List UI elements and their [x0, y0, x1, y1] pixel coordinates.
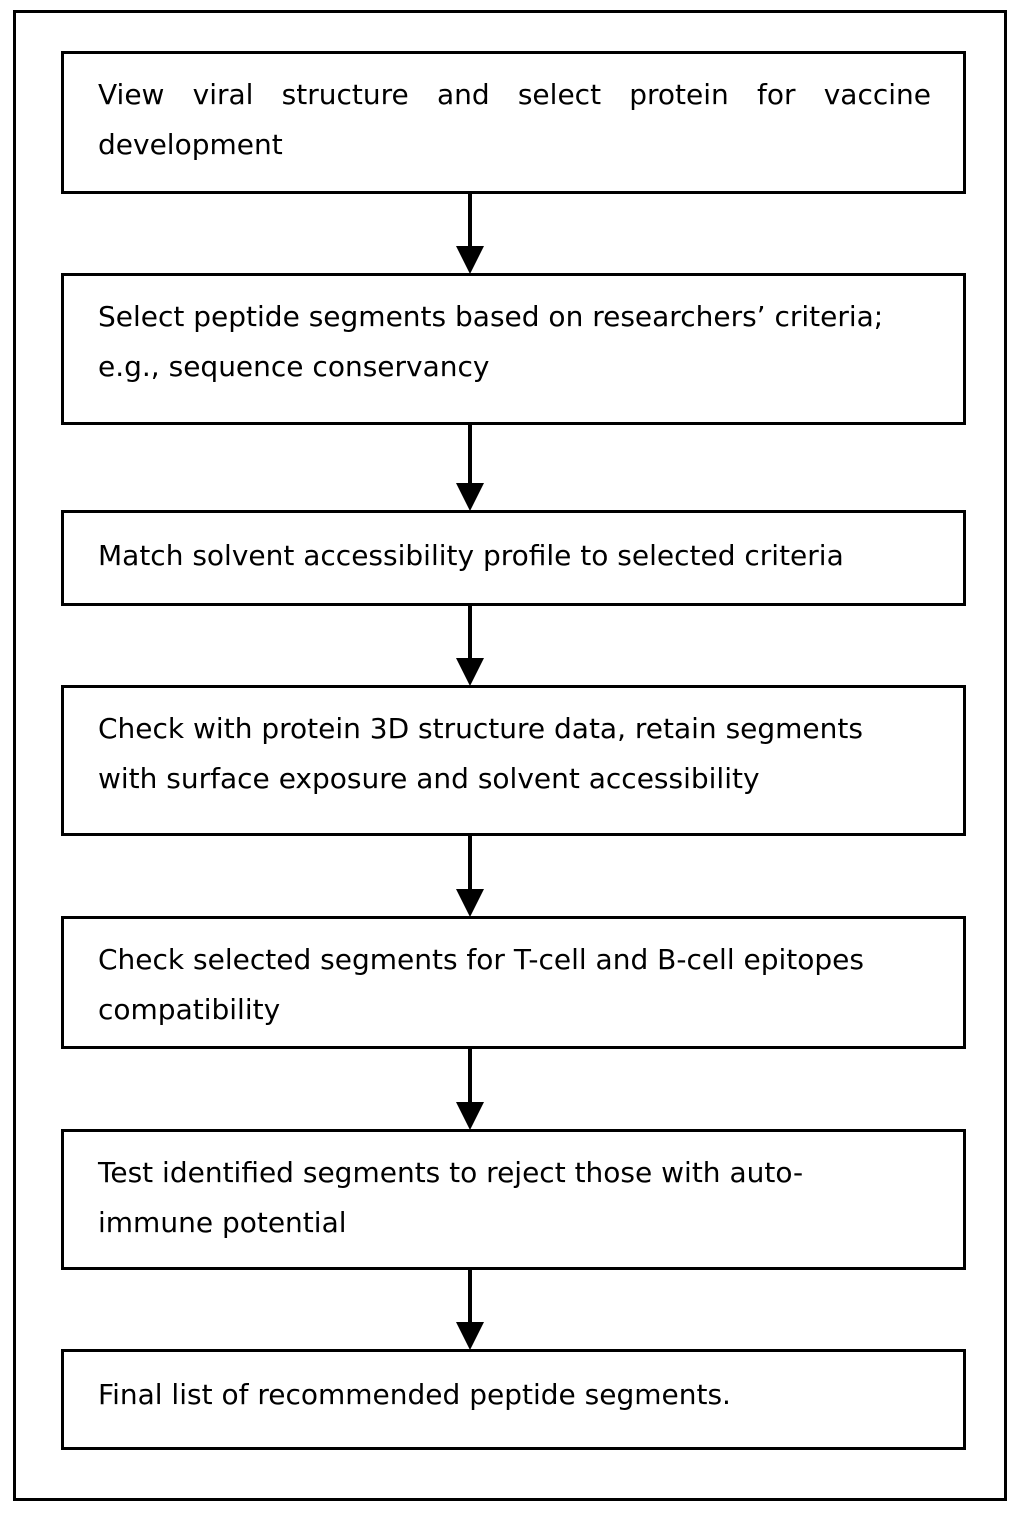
flowchart-frame	[13, 10, 1007, 1501]
step-2-box: Select peptide segments based on researc…	[61, 273, 966, 425]
step-1-box: View viral structure and select protein …	[61, 51, 966, 194]
arrow-5-to-6	[456, 1046, 484, 1130]
step-7-box: Final list of recommended peptide segmen…	[61, 1349, 966, 1450]
arrow-4-to-5	[456, 833, 484, 917]
step-3-box: Match solvent accessibility profile to s…	[61, 510, 966, 606]
step-5-text: Check selected segments for T-cell and B…	[98, 943, 864, 1026]
step-4-box: Check with protein 3D structure data, re…	[61, 685, 966, 836]
step-4-text: Check with protein 3D structure data, re…	[98, 712, 863, 795]
arrow-6-to-7	[456, 1267, 484, 1350]
step-6-box: Test identified segments to reject those…	[61, 1129, 966, 1270]
arrow-3-to-4	[456, 603, 484, 686]
arrow-2-to-3	[456, 422, 484, 511]
step-7-text: Final list of recommended peptide segmen…	[98, 1378, 731, 1411]
step-2-text: Select peptide segments based on researc…	[98, 300, 884, 383]
step-6-text: Test identified segments to reject those…	[98, 1156, 804, 1239]
step-5-box: Check selected segments for T-cell and B…	[61, 916, 966, 1049]
step-3-text: Match solvent accessibility profile to s…	[98, 539, 844, 572]
arrow-1-to-2	[456, 191, 484, 274]
step-1-text: View viral structure and select protein …	[98, 78, 931, 161]
